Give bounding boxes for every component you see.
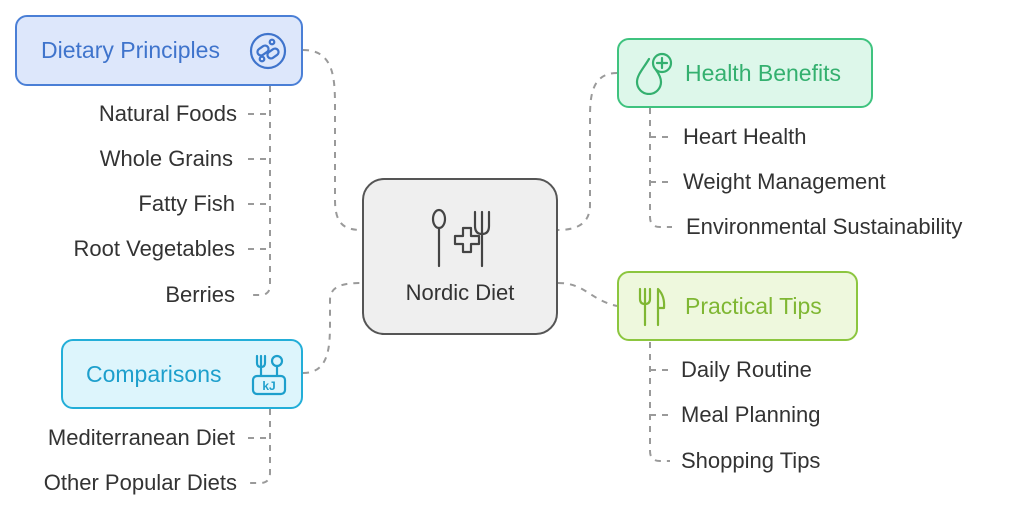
leaf-whole-grains: Whole Grains bbox=[99, 146, 233, 171]
drop-plus-icon bbox=[635, 52, 673, 95]
leaf-natural-foods: Natural Foods bbox=[98, 101, 237, 126]
leaf-environmental-sustainability: Environmental Sustainability bbox=[686, 214, 963, 239]
branch-label: Dietary Principles bbox=[41, 37, 220, 63]
branch-practical-tips: Practical Tips bbox=[617, 271, 858, 341]
leaf-root-vegetables: Root Vegetables bbox=[73, 236, 235, 261]
connector-comparisons bbox=[302, 282, 363, 374]
leaf-daily-routine: Daily Routine bbox=[681, 357, 812, 382]
pill-capsule-icon bbox=[249, 32, 287, 70]
center-node: Nordic Diet bbox=[362, 178, 558, 335]
branch-comparisons: Comparisons kJ bbox=[61, 339, 303, 409]
connector-dp-trunk bbox=[248, 86, 271, 296]
connector-cmp-trunk bbox=[248, 409, 271, 484]
connector-dietary-principles bbox=[302, 49, 363, 231]
connector-hb-trunk bbox=[649, 108, 672, 228]
connector-practical-tips bbox=[557, 282, 618, 307]
connector-health-benefits bbox=[557, 72, 618, 231]
leaf-berries: Berries bbox=[165, 282, 235, 307]
branch-label: Practical Tips bbox=[685, 292, 822, 319]
leaf-fatty-fish: Fatty Fish bbox=[138, 191, 235, 216]
leaf-shopping-tips: Shopping Tips bbox=[681, 448, 821, 473]
leaf-other-popular-diets: Other Popular Diets bbox=[43, 470, 237, 495]
leaf-weight-management: Weight Management bbox=[683, 169, 886, 194]
branch-label: Comparisons bbox=[86, 360, 222, 387]
leaf-mediterranean-diet: Mediterranean Diet bbox=[47, 425, 235, 450]
branch-dietary-principles: Dietary Principles bbox=[15, 15, 303, 86]
branch-label: Health Benefits bbox=[685, 59, 841, 86]
food-kj-icon: kJ bbox=[251, 354, 287, 396]
fork-spoon-cross-icon bbox=[431, 208, 491, 268]
center-label: Nordic Diet bbox=[405, 280, 515, 305]
fork-knife-icon bbox=[638, 287, 666, 327]
kj-text: kJ bbox=[262, 379, 275, 393]
leaf-meal-planning: Meal Planning bbox=[681, 402, 821, 427]
branch-health-benefits: Health Benefits bbox=[617, 38, 873, 108]
connector-pt-trunk bbox=[649, 342, 670, 462]
leaf-heart-health: Heart Health bbox=[683, 124, 807, 149]
